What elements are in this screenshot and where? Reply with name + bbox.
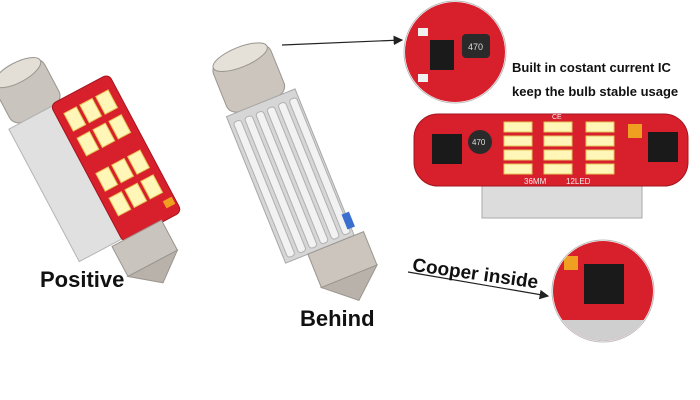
ce-mark: CE [552, 114, 562, 121]
led-array [503, 121, 615, 175]
resistor-mark: 470 [468, 42, 483, 52]
cooper-zoom-circle [551, 239, 655, 343]
ic-zoom-circle: 470 [403, 0, 507, 104]
arrow-to-ic [281, 35, 404, 46]
bulb-positive-image [0, 57, 181, 284]
heatsink-fins [225, 88, 355, 264]
ic-note-line1: Built in costant current IC [512, 60, 671, 75]
led-array [63, 89, 164, 217]
led-count-mark: 12LED [566, 177, 591, 186]
pcb-flat-image: 470 CE 36MM 12LED [413, 113, 689, 219]
label-positive: Positive [40, 267, 125, 292]
arrow-to-cooper [407, 271, 550, 300]
label-behind: Behind [300, 306, 375, 331]
resistor-mark: 470 [472, 138, 486, 147]
bulb-behind-image [212, 42, 379, 302]
size-mark: 36MM [524, 177, 547, 186]
ic-note-line2: keep the bulb stable usage [512, 84, 679, 99]
